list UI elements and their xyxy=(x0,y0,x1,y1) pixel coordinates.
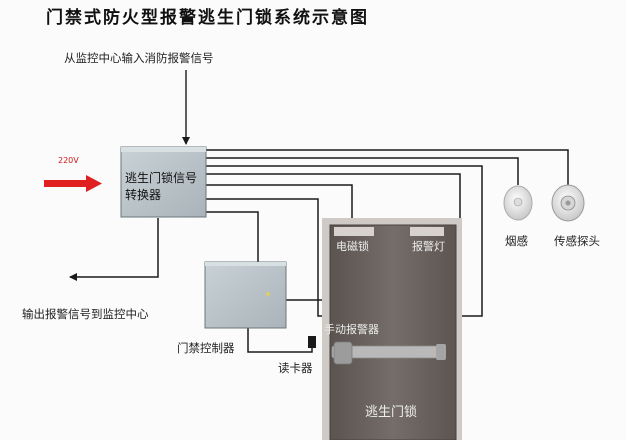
sensor-probe-label: 传感探头 xyxy=(554,234,600,248)
access-controller-label: 门禁控制器 xyxy=(177,341,235,355)
wiring xyxy=(206,149,569,353)
signal-converter-box: 逃生门锁信号 转换器 xyxy=(120,146,207,218)
escape-door xyxy=(322,218,462,440)
alarm-light-device xyxy=(410,227,444,236)
sensor-probe-device xyxy=(551,184,585,222)
controller-led xyxy=(266,292,270,296)
power-arrow xyxy=(44,175,102,192)
converter-label-line2: 转换器 xyxy=(125,187,161,202)
output-signal-arrow xyxy=(69,218,159,281)
smoke-detector-label: 烟感 xyxy=(505,234,528,248)
alarm-light-label: 报警灯 xyxy=(412,239,445,253)
access-controller-box xyxy=(204,261,287,329)
output-signal-label: 输出报警信号到监控中心 xyxy=(22,307,149,321)
maglock-device xyxy=(334,227,374,236)
voltage-label: 220V xyxy=(58,156,79,165)
manual-alarm-label: 手动报警器 xyxy=(324,322,379,336)
diagram-title: 门禁式防火型报警逃生门锁系统示意图 xyxy=(46,7,369,28)
smoke-detector-device xyxy=(503,185,533,221)
panic-bar-device xyxy=(331,341,446,365)
card-reader-label: 读卡器 xyxy=(278,361,313,375)
input-signal-label: 从监控中心输入消防报警信号 xyxy=(64,51,214,65)
converter-label-line1: 逃生门锁信号 xyxy=(125,170,197,185)
maglock-label: 电磁锁 xyxy=(336,239,369,253)
escape-lock-label: 逃生门锁 xyxy=(365,404,417,420)
card-reader-device xyxy=(308,336,316,348)
